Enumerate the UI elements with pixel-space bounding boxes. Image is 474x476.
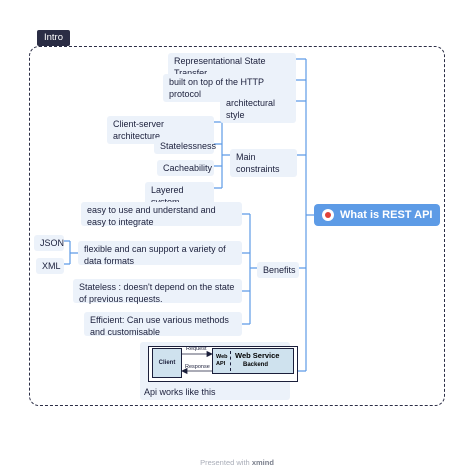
- pin-icon: [322, 209, 334, 221]
- backend-label: Backend: [243, 362, 269, 368]
- web-api-label: Web API: [216, 354, 228, 367]
- intro-frame: [29, 46, 445, 406]
- intro-item-style[interactable]: architectural style: [220, 95, 296, 123]
- format-json[interactable]: JSON: [34, 235, 64, 251]
- request-label: Request: [186, 346, 207, 352]
- api-caption: Api works like this: [144, 387, 216, 397]
- main-constraints-node[interactable]: Main constraints: [230, 149, 297, 177]
- format-xml[interactable]: XML: [36, 258, 64, 274]
- root-topic[interactable]: What is REST API: [314, 204, 440, 226]
- web-service-label: Web Service: [235, 351, 280, 360]
- response-label: Response: [185, 364, 210, 370]
- benefit-item[interactable]: flexible and can support a variety of da…: [78, 241, 242, 266]
- benefit-item[interactable]: Efficient: Can use various methods and c…: [84, 312, 242, 337]
- divider: [230, 351, 231, 371]
- frame-tag: Intro: [37, 30, 71, 46]
- web-service-box: Web API Web Service Backend: [212, 348, 294, 374]
- constraint-item[interactable]: Statelessness: [154, 138, 216, 154]
- benefits-node[interactable]: Benefits: [257, 262, 299, 278]
- constraint-item[interactable]: Cacheability: [157, 160, 214, 176]
- footer-prefix: Presented with: [200, 458, 250, 467]
- benefit-item[interactable]: Stateless : doesn't depend on the state …: [73, 279, 242, 304]
- footer: Presented with xmind: [0, 458, 474, 467]
- client-box: Client: [152, 348, 182, 378]
- benefit-item[interactable]: easy to use and understand and easy to i…: [81, 202, 242, 227]
- xmind-logo: xmind: [251, 458, 274, 467]
- root-title: What is REST API: [340, 209, 433, 221]
